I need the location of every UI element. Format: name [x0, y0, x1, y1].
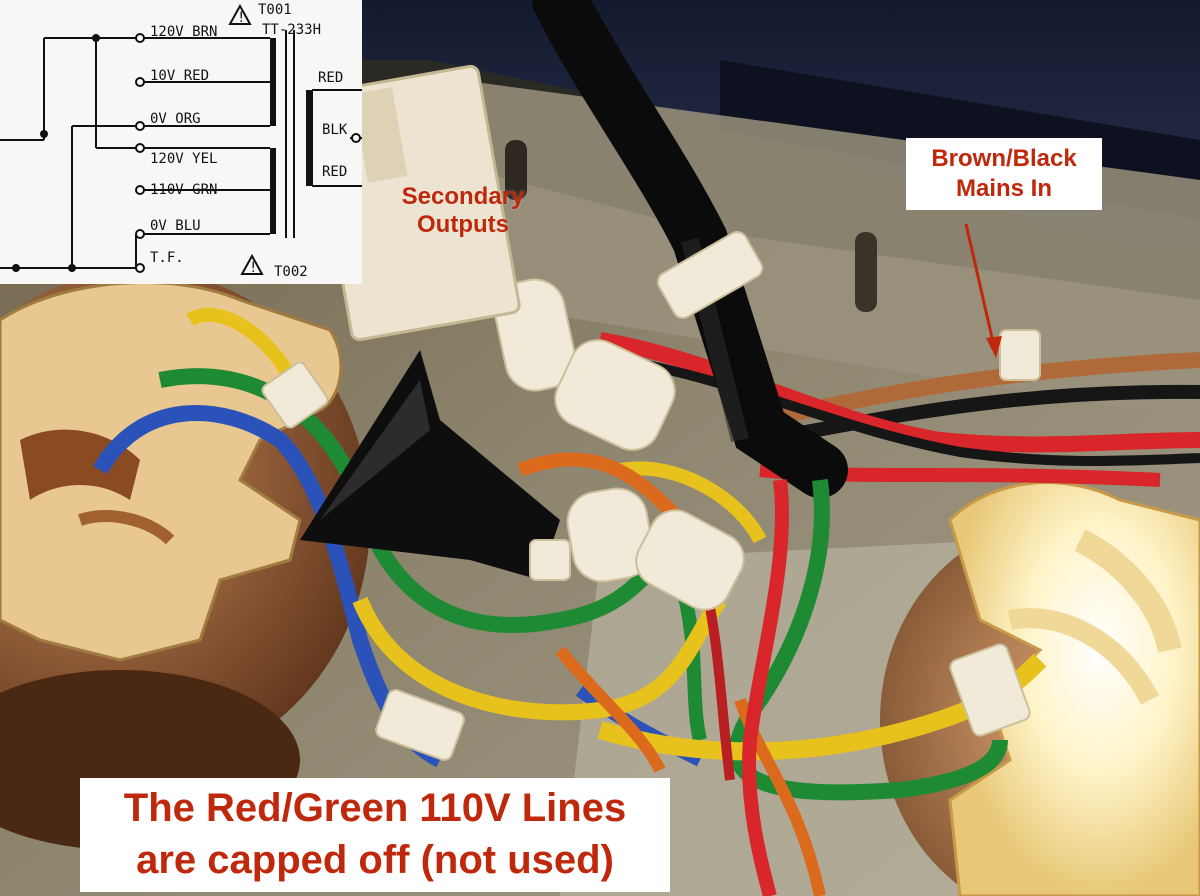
tap-label: 110V GRN	[150, 182, 217, 198]
svg-text:!: !	[237, 10, 245, 26]
secondary-tap-label: RED	[318, 70, 343, 86]
schematic-ref-bottom: T002	[274, 264, 308, 280]
transformer-schematic: ! ! T001 TT-233H T002 120V BRN 10V RED 0…	[0, 0, 362, 284]
callout-line: Brown/Black	[931, 145, 1077, 172]
tap-label: 0V ORG	[150, 111, 201, 127]
secondary-tap-label: BLK	[322, 122, 348, 138]
secondary-outputs-label: Secondary Outputs	[378, 183, 548, 239]
callout-line: Outputs	[417, 211, 509, 238]
tap-label: T.F.	[150, 250, 184, 266]
schematic-drawing: ! ! T001 TT-233H T002 120V BRN 10V RED 0…	[0, 2, 362, 280]
svg-text:!: !	[249, 260, 257, 276]
tap-label: 120V YEL	[150, 151, 217, 167]
schematic-ref-top: T001	[258, 2, 292, 18]
warning-icon	[228, 3, 264, 275]
mains-in-label: Brown/Black Mains In	[906, 138, 1102, 210]
capped-lines-note: The Red/Green 110V Lines are capped off …	[80, 778, 670, 892]
schematic-part-number: TT-233H	[262, 22, 321, 38]
callout-line: are capped off (not used)	[136, 838, 614, 882]
secondary-tap-label: RED	[322, 164, 347, 180]
tap-label: 120V BRN	[150, 24, 217, 40]
tap-label: 0V BLU	[150, 218, 201, 234]
tap-label: 10V RED	[150, 68, 209, 84]
callout-line: Mains In	[955, 175, 1052, 202]
callout-line: Secondary	[401, 183, 525, 210]
callout-line: The Red/Green 110V Lines	[123, 786, 627, 830]
